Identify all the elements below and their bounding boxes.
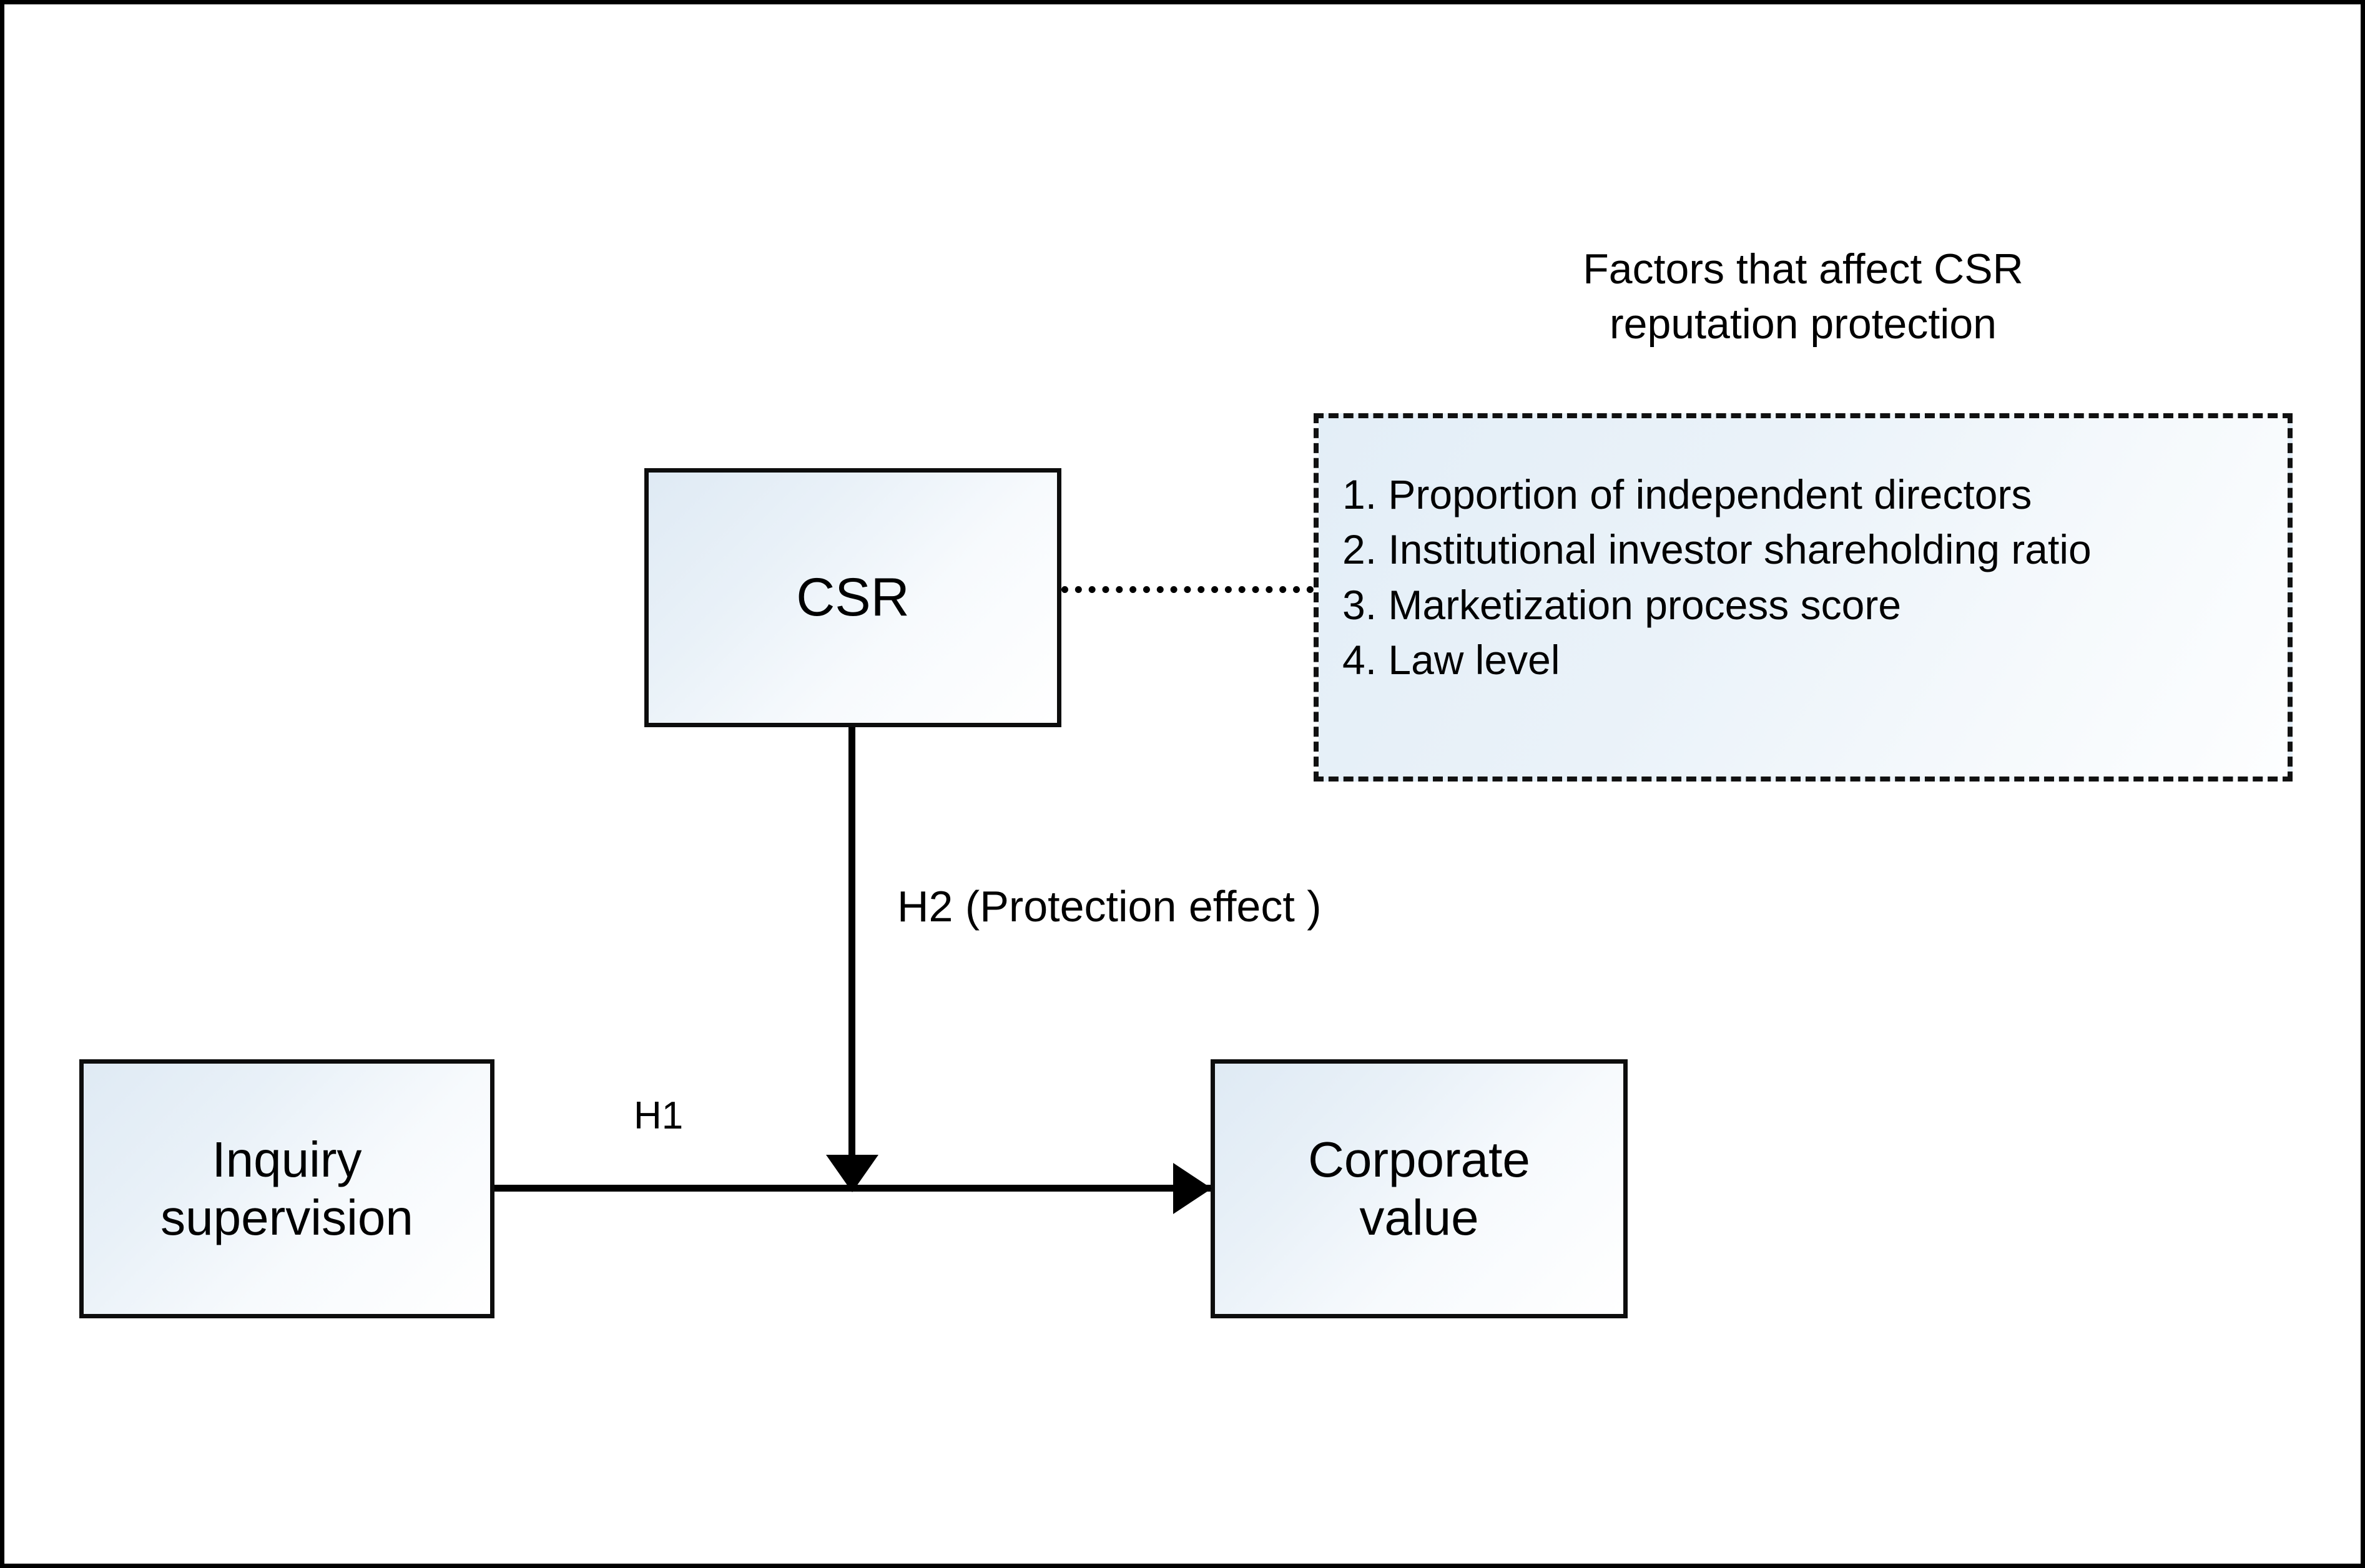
- factors-list-item: 3. Marketization process score: [1342, 581, 1902, 628]
- factors-list-item: 1. Proportion of independent directors: [1342, 471, 2032, 517]
- factors-panel: 1. Proportion of independent directors 2…: [1314, 413, 2293, 782]
- edge-label-h1: H1: [634, 1094, 684, 1137]
- dotted-line: [1061, 586, 1314, 593]
- node-corporate-value-label: Corporate value: [1308, 1131, 1530, 1245]
- dotted-connector-csr-to-factors: [1061, 586, 1314, 594]
- factors-list: 1. Proportion of independent directors 2…: [1342, 467, 2288, 688]
- arrow-h1-head-icon: [1173, 1163, 1212, 1214]
- node-inquiry-supervision-label: Inquiry supervision: [160, 1131, 413, 1245]
- factors-list-item: 2. Institutional investor shareholding r…: [1342, 526, 2092, 573]
- edge-label-h2: H2 (Protection effect ): [897, 882, 1322, 931]
- node-csr-label: CSR: [796, 567, 910, 627]
- factors-panel-title: Factors that affect CSR reputation prote…: [1583, 245, 2023, 348]
- factors-list-item: 4. Law level: [1342, 637, 1560, 684]
- arrow-h2-head-icon: [826, 1155, 878, 1192]
- arrow-h2-shaft: [848, 727, 855, 1164]
- node-inquiry-supervision: Inquiry supervision: [79, 1059, 494, 1318]
- node-corporate-value: Corporate value: [1211, 1059, 1628, 1318]
- node-csr: CSR: [644, 468, 1061, 727]
